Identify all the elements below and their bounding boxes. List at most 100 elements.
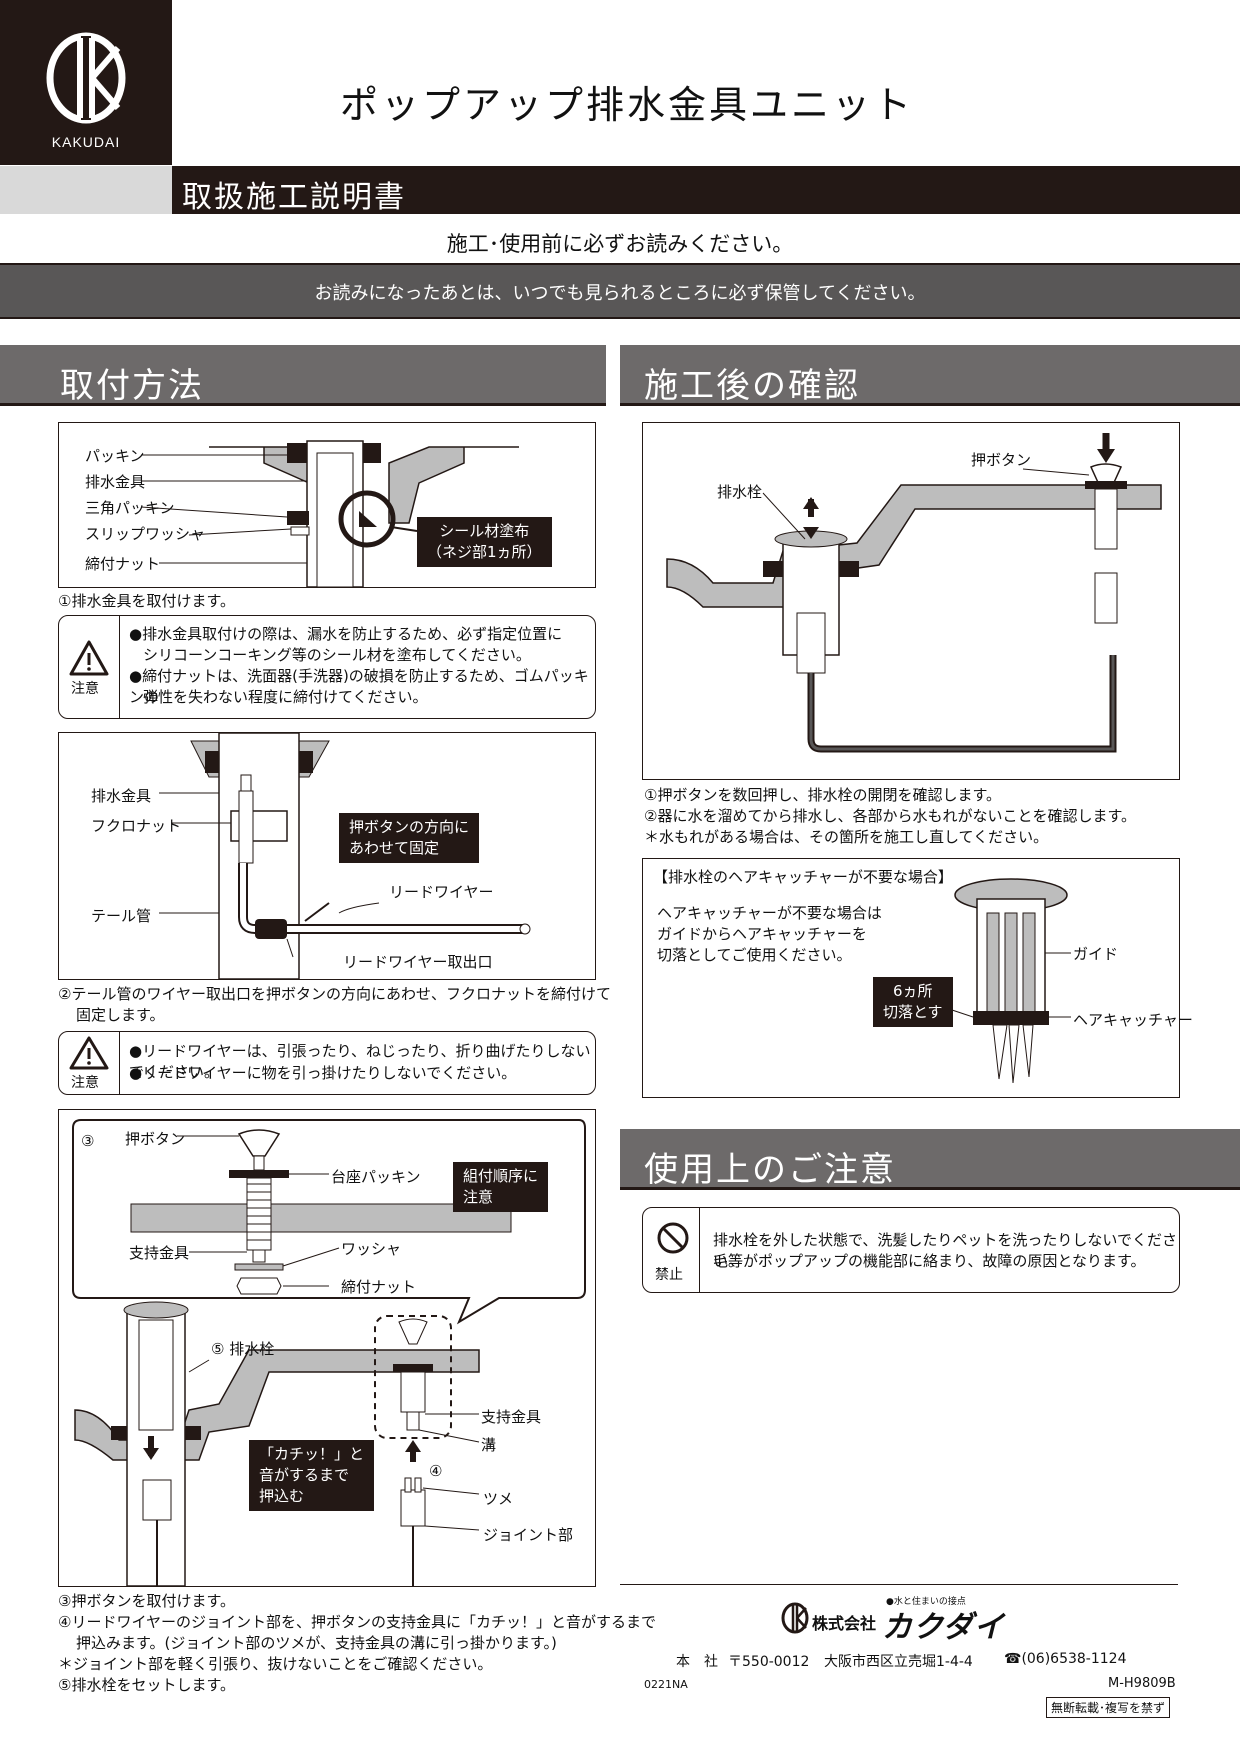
step-3: ③押ボタンを取付けます。 xyxy=(58,1592,235,1610)
caution-box-1: 注意 ●排水金具取付けの際は、漏水を防止するため、必ず指定位置に シリコーンコー… xyxy=(58,615,596,719)
step-2-line2: 固定します。 xyxy=(76,1006,165,1024)
label-plug: ⑤ 排水栓 xyxy=(211,1340,275,1358)
company-logo-icon xyxy=(781,1602,809,1634)
label-drain-fitting-2: 排水金具 xyxy=(91,787,152,805)
warning-triangle-icon xyxy=(69,640,109,676)
caution-divider-1 xyxy=(119,616,120,718)
figure-after-install: 押ボタン 排水栓 xyxy=(642,422,1180,780)
label-triangle-packing: 三角パッキン xyxy=(85,499,175,517)
caution-box-2: 注意 ●リードワイヤーは、引張ったり、ねじったり、折り曲げたりしないでください。… xyxy=(58,1031,596,1095)
prohibit-label: 禁止 xyxy=(655,1267,683,1283)
caution-1-line1: ●排水金具取付けの際は、漏水を防止するため、必ず指定位置に xyxy=(129,625,563,643)
prohibit-line1: 排水栓を外した状態で、洗髪したりペットを洗ったりしないでください。 xyxy=(713,1231,1177,1270)
prohibit-divider xyxy=(699,1208,700,1292)
label-lead-wire: リードワイヤー xyxy=(389,883,494,901)
after-install-diagram xyxy=(666,433,1162,753)
section-title-install: 取付方法 xyxy=(60,366,204,406)
label-tail-pipe: テール管 xyxy=(91,907,152,925)
keep-notice-bar xyxy=(0,263,1240,319)
prohibit-box: 禁止 排水栓を外した状態で、洗髪したりペットを洗ったりしないでください。 毛等が… xyxy=(642,1207,1180,1293)
step-5: ⑤排水栓をセットします。 xyxy=(58,1676,235,1694)
section-title-usage: 使用上のご注意 xyxy=(644,1150,896,1190)
section-header-usage xyxy=(620,1129,1240,1190)
preread-notice: 施工･使用前に必ずお読みください。 xyxy=(446,232,794,256)
drain-fitting-diagram xyxy=(140,440,519,588)
callout-cut-line1: 6ヵ所 xyxy=(893,982,933,1000)
figure-push-button: ③ 押ボタン 台座パッキン 組付順序に 注意 支持金具 ワッシャ 締付ナット ⑤… xyxy=(58,1109,596,1587)
label-joint: ジョイント部 xyxy=(483,1526,574,1544)
step-4-line2: 押込みます。(ジョイント部のツメが、支持金具の溝に引っ掛かります。) xyxy=(76,1634,557,1652)
label-hair-catcher: ヘアキャッチャー xyxy=(1073,1011,1193,1029)
footer-phone: ☎(06)6538-1124 xyxy=(1004,1651,1127,1667)
manual-band-left xyxy=(0,166,172,214)
label-push-button: 押ボタン xyxy=(125,1130,186,1148)
callout-sealant: シール材塗布 （ネジ部1ヵ所） xyxy=(417,517,552,567)
callout-order-line1: 組付順序に xyxy=(463,1167,539,1185)
company-prefix: 株式会社 xyxy=(812,1614,877,1633)
label-cap-nut: フクロナット xyxy=(91,817,182,835)
step-4-line1: ④リードワイヤーのジョイント部を、押ボタンの支持金具に「カチッ！」と音がするまで xyxy=(58,1613,657,1631)
figure-drain-fitting: パッキン 排水金具 三角パッキン スリップワッシャ 締付ナット シール材塗布 （… xyxy=(58,422,596,588)
caution-1-line4: 弾性を失わない程度に締付けてください。 xyxy=(143,688,428,706)
label-washer: ワッシャ xyxy=(341,1240,402,1258)
warning-triangle-icon xyxy=(69,1036,109,1070)
footer-hq: 本 社 xyxy=(676,1654,718,1670)
hair-catcher-box: 【排水栓のヘアキャッチャーが不要な場合】 ヘアキャッチャーが不要な場合は ガイド… xyxy=(642,858,1193,1098)
footer-address: 大阪市西区立売堀1-4-4 xyxy=(824,1654,973,1670)
caution-label-2: 注意 xyxy=(71,1075,99,1091)
prohibit-line2: 毛等がポップアップの機能部に絡まり、故障の原因となります。 xyxy=(713,1252,1146,1270)
label-plug-r: 排水栓 xyxy=(717,483,763,501)
step-1: ①排水金具を取付けます。 xyxy=(58,592,235,610)
section-header-install xyxy=(0,345,606,406)
callout-click-line1: 「カチッ！」と xyxy=(259,1445,365,1463)
hair-line3: 切落としてご使用ください。 xyxy=(657,946,852,964)
step-2-line1: ②テール管のワイヤー取出口を押ボタンの方向にあわせ、フクロナットを締付けて xyxy=(58,985,612,1003)
caution-2-line1: ●リードワイヤーは、引張ったり、ねじったり、折り曲げたりしないでください。 xyxy=(129,1042,591,1081)
label-support-bracket-2: 支持金具 xyxy=(481,1408,542,1426)
hair-line2: ガイドからヘアキャッチャーを xyxy=(657,925,867,943)
caution-label-1: 注意 xyxy=(71,681,99,697)
footer-postal: 〒550-0012 xyxy=(728,1654,810,1670)
callout-direction-line2: あわせて固定 xyxy=(349,839,440,857)
tail-pipe-diagram xyxy=(159,732,531,980)
caution-divider-2 xyxy=(119,1032,120,1094)
hair-catcher-diagram xyxy=(948,878,1071,1084)
prohibit-icon xyxy=(657,1222,689,1254)
kakudai-logo-icon xyxy=(46,32,126,124)
fig3-num-3: ③ xyxy=(81,1132,95,1150)
callout-cut-line2: 切落とす xyxy=(883,1003,943,1021)
callout-order: 組付順序に 注意 xyxy=(453,1162,549,1212)
label-groove: 溝 xyxy=(481,1436,497,1454)
page-title: ポップアップ排水金具ユニット xyxy=(340,83,915,127)
callout-click-line3: 押込む xyxy=(259,1487,305,1505)
brand-name: KAKUDAI xyxy=(51,134,121,150)
manual-band xyxy=(172,166,1240,214)
caution-2-line2: ●リードワイヤーに物を引っ掛けたりしないでください。 xyxy=(129,1064,517,1082)
callout-direction-line1: 押ボタンの方向に xyxy=(349,818,470,836)
brand-logo-block xyxy=(0,0,172,165)
footer-code-left: 0221NA xyxy=(644,1678,688,1691)
label-guide: ガイド xyxy=(1073,945,1119,963)
fig3-num-4: ④ xyxy=(429,1462,443,1480)
callout-direction: 押ボタンの方向に あわせて固定 xyxy=(339,813,480,863)
keep-notice: お読みになったあとは、いつでも見られるところに必ず保管してください。 xyxy=(314,283,926,304)
section-title-check: 施工後の確認 xyxy=(644,366,860,406)
footer-code-right: M-H9809B xyxy=(1108,1676,1176,1691)
check-note: ＊水もれがある場合は、その箇所を施工し直してください。 xyxy=(644,828,1049,846)
label-wire-outlet: リードワイヤー取出口 xyxy=(343,953,493,971)
label-claw: ツメ xyxy=(483,1490,514,1508)
section-header-check xyxy=(620,345,1240,406)
label-base-packing: 台座パッキン xyxy=(331,1168,421,1186)
figure-tail-pipe: 排水金具 フクロナット テール管 リードワイヤー リードワイヤー取出口 押ボタン… xyxy=(58,732,596,980)
callout-cut: 6ヵ所 切落とす xyxy=(873,977,953,1027)
label-drain-fitting: 排水金具 xyxy=(85,473,146,491)
company-name: カクダイ xyxy=(882,1610,1005,1645)
step-4-note: ＊ジョイント部を軽く引張り、抜けないことをご確認ください。 xyxy=(58,1655,493,1673)
company-slogan: ●水と住まいの接点 xyxy=(886,1597,966,1607)
hair-line1: ヘアキャッチャーが不要な場合は xyxy=(657,904,882,922)
label-tightening-nut: 締付ナット xyxy=(85,555,161,573)
label-push-button-r: 押ボタン xyxy=(971,451,1032,469)
manual-title: 取扱施工説明書 xyxy=(182,180,406,215)
label-packing: パッキン xyxy=(85,447,145,465)
caution-1-line2: シリコーンコーキング等のシール材を塗布してください。 xyxy=(143,646,531,664)
